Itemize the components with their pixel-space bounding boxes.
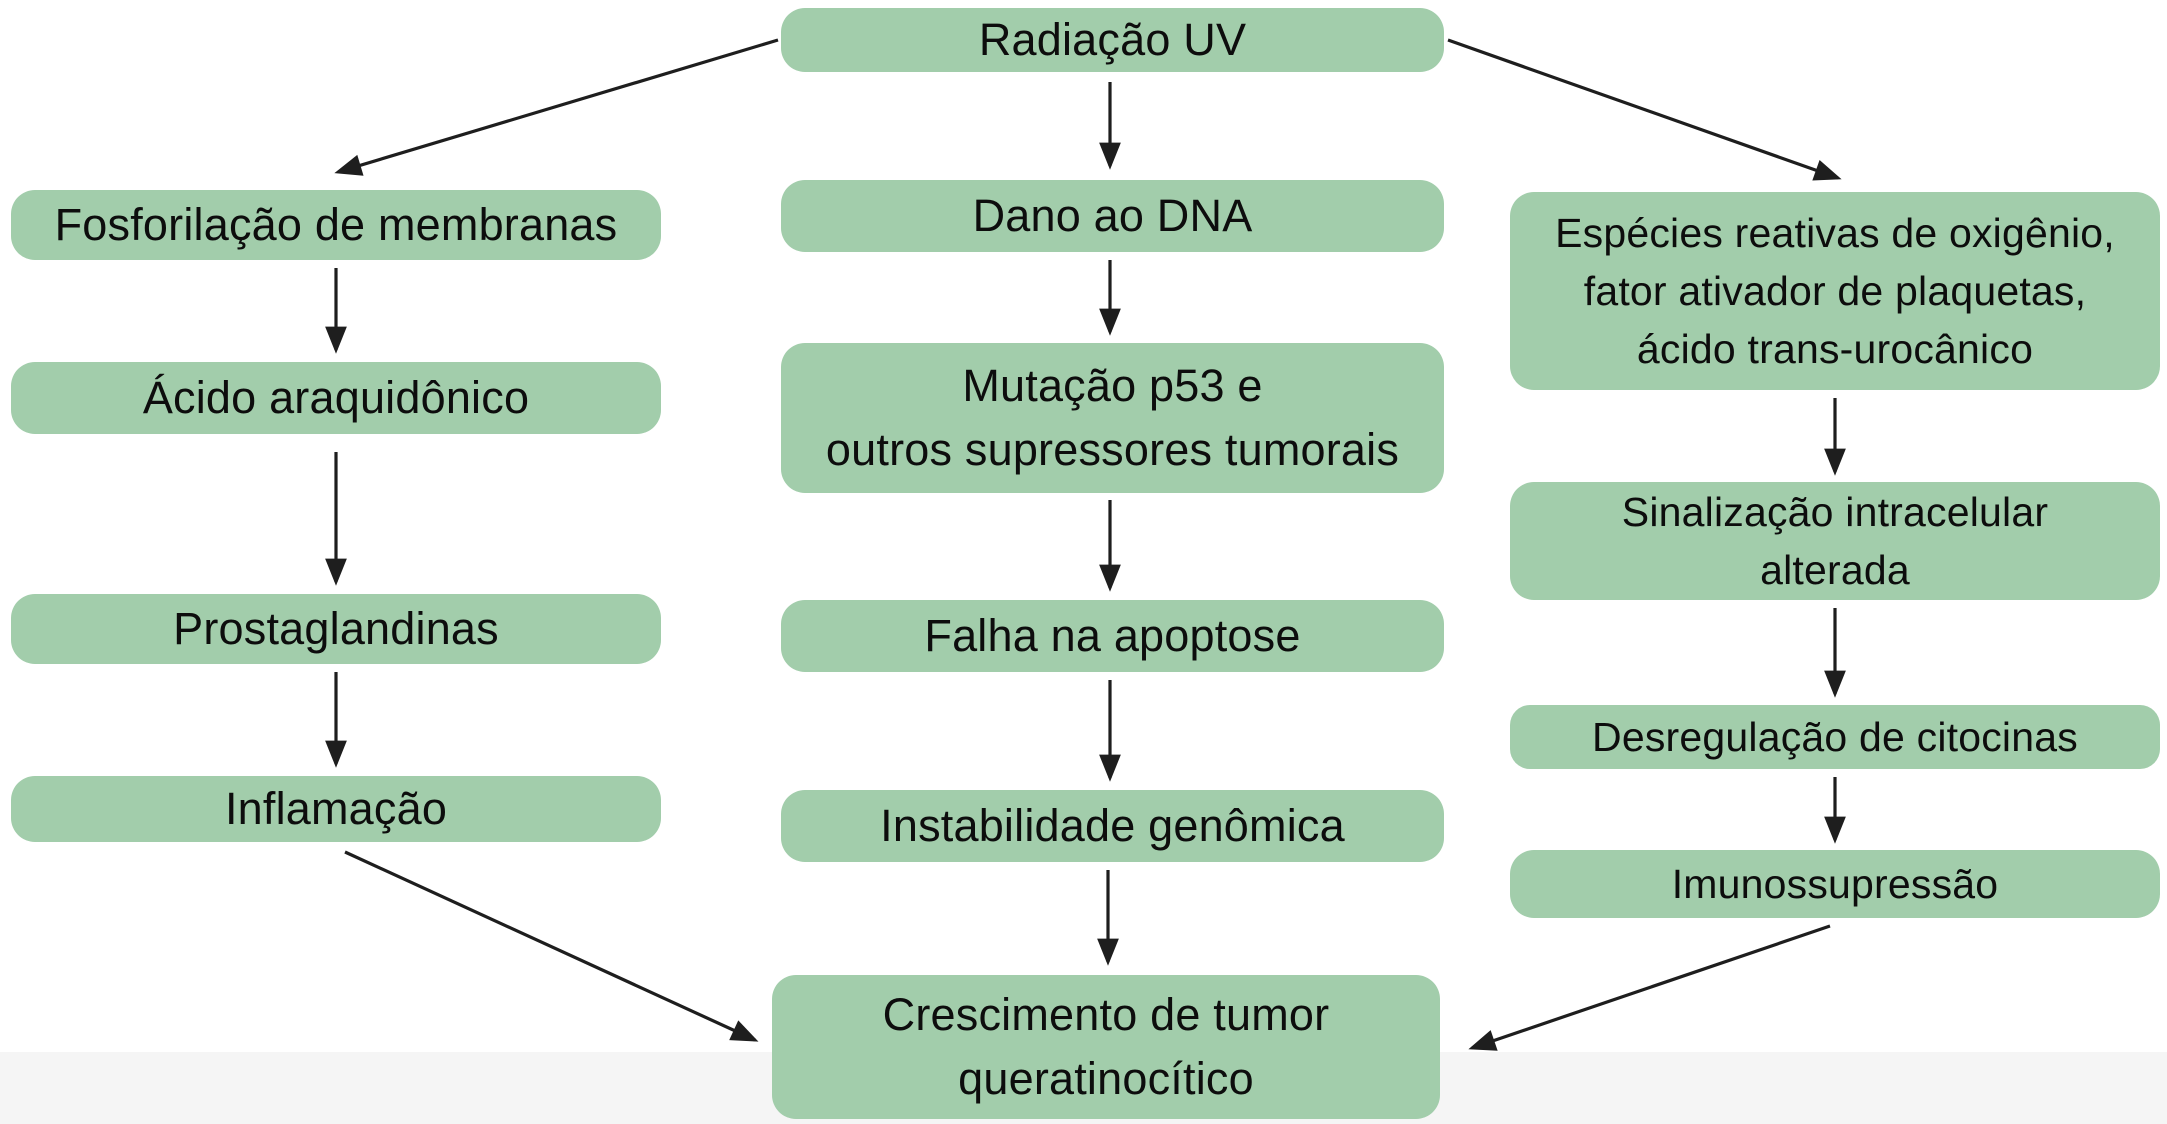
node-falha-na-apoptose: Falha na apoptose [781,600,1444,672]
arrow-imunossupressao-to-crescimento [1468,924,1831,1051]
node-desregulacao-de-citocinas: Desregulação de citocinas [1510,705,2160,769]
arrow-inflamacao-to-crescimento [344,850,759,1042]
node-fosforilacao-de-membranas: Fosforilação de membranas [11,190,661,260]
node-mutacao-p53: Mutação p53 e outros supressores tumorai… [781,343,1444,493]
node-radiacao-uv: Radiação UV [781,8,1444,72]
node-prostaglandinas: Prostaglandinas [11,594,661,664]
node-instabilidade-genomica: Instabilidade genômica [781,790,1444,862]
node-sinalizacao-intracelular-alterada: Sinalização intracelular alterada [1510,482,2160,600]
arrow-uv-to-especies-reativas [1447,38,1842,181]
node-inflamacao: Inflamação [11,776,661,842]
node-especies-reativas-oxigenio: Espécies reativas de oxigênio, fator ati… [1510,192,2160,390]
node-imunossupressao: Imunossupressão [1510,850,2160,918]
arrow-uv-to-fosforilacao [334,38,779,176]
node-acido-araquidonico: Ácido araquidônico [11,362,661,434]
node-dano-ao-dna: Dano ao DNA [781,180,1444,252]
node-crescimento-tumor-queratinocitico: Crescimento de tumor queratinocítico [772,975,1440,1119]
